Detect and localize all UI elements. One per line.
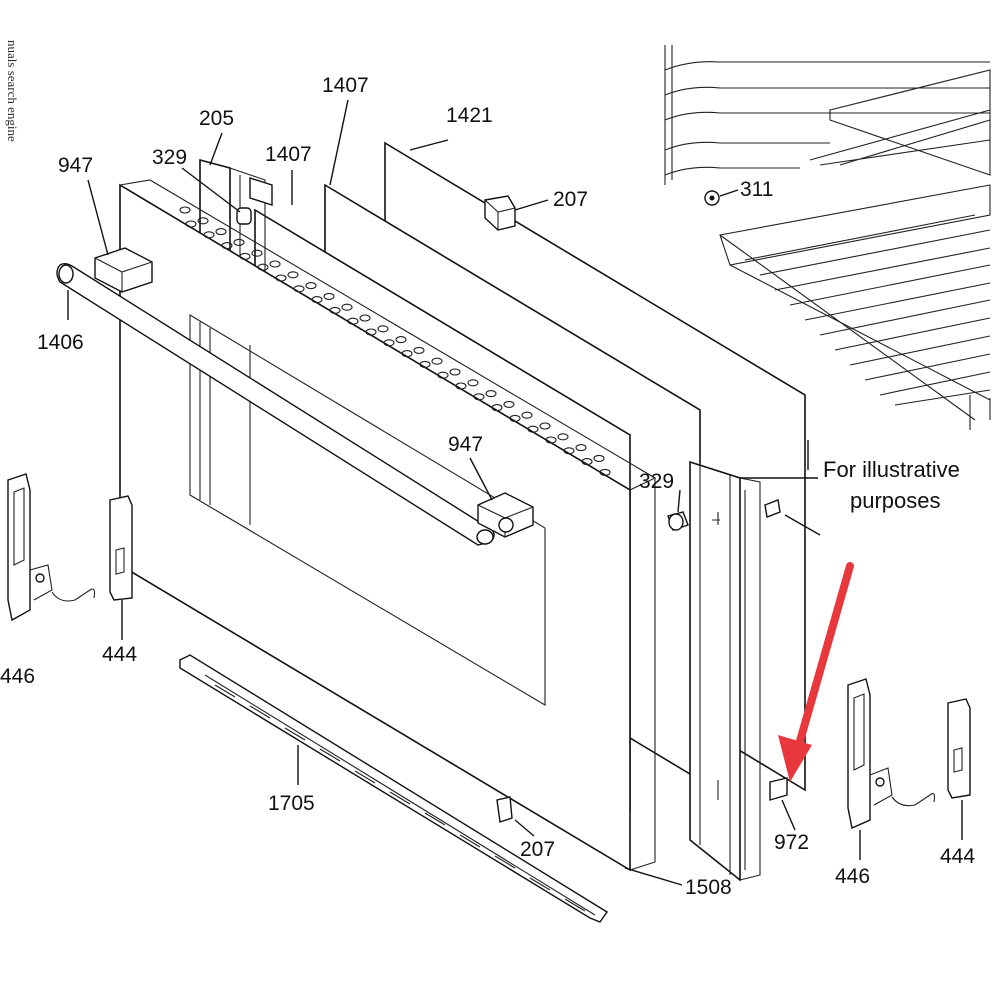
clip-207-bottom xyxy=(496,796,513,823)
vent-slot xyxy=(179,206,191,214)
vent-slot xyxy=(233,238,245,246)
vent-slot xyxy=(485,390,497,398)
vent-slot xyxy=(401,350,413,358)
vent-slot xyxy=(437,371,449,379)
label-329-top: 329 xyxy=(152,146,187,169)
door-handle-1406 xyxy=(56,263,495,546)
vent-slot xyxy=(455,382,467,390)
hinge-446-left xyxy=(7,473,96,622)
vent-slot xyxy=(575,444,587,452)
side-frame-1508 xyxy=(689,460,761,882)
vent-slot xyxy=(311,296,323,304)
label-205: 205 xyxy=(199,107,234,130)
label-207-bottom: 207 xyxy=(520,838,555,861)
vent-slot xyxy=(563,447,575,455)
label-207-top: 207 xyxy=(553,188,588,211)
label-1421: 1421 xyxy=(446,104,493,127)
vent-slot xyxy=(521,411,533,419)
vent-slot xyxy=(395,336,407,344)
label-444-right: 444 xyxy=(940,845,975,868)
vent-slot xyxy=(257,263,269,271)
vent-slot xyxy=(431,357,443,365)
label-972: 972 xyxy=(774,831,809,854)
clip-444-right xyxy=(947,698,971,799)
bottom-trim-1705 xyxy=(179,654,608,923)
clip-207-top xyxy=(484,195,516,231)
label-1407-mid: 1407 xyxy=(265,143,312,166)
vent-slot xyxy=(275,274,287,282)
label-311: 311 xyxy=(740,178,773,201)
vent-slot xyxy=(341,303,353,311)
vent-slots xyxy=(179,206,611,476)
bushing-329-top xyxy=(236,207,252,225)
vent-slot xyxy=(413,346,425,354)
vent-slot xyxy=(323,292,335,300)
vent-slot xyxy=(221,242,233,250)
vent-slot xyxy=(509,414,521,422)
vent-slot xyxy=(293,285,305,293)
vent-slot xyxy=(491,404,503,412)
note-line-2: purposes xyxy=(850,488,941,513)
label-446-left: 446 xyxy=(0,665,35,688)
label-947-left: 947 xyxy=(58,154,93,177)
vent-slot xyxy=(503,400,515,408)
handle-mount-947-mid xyxy=(477,492,534,538)
vent-slot xyxy=(365,328,377,336)
label-1508: 1508 xyxy=(685,876,732,899)
vent-slot xyxy=(473,393,485,401)
vent-slot xyxy=(449,368,461,376)
vertical-watermark-text: nuals search engine xyxy=(5,40,20,142)
label-947-mid: 947 xyxy=(448,433,483,456)
vent-slot xyxy=(467,379,479,387)
clip-444-left xyxy=(109,495,133,601)
hinge-446-right xyxy=(847,678,936,829)
vent-slot xyxy=(329,306,341,314)
vent-slot xyxy=(185,220,197,228)
vent-slot xyxy=(305,282,317,290)
vent-slot xyxy=(239,252,251,260)
red-arrow xyxy=(778,562,854,782)
vent-slot xyxy=(197,217,209,225)
label-444-left: 444 xyxy=(102,643,137,666)
vent-slot xyxy=(545,436,557,444)
oven-rack-upper xyxy=(664,45,991,185)
vent-slot xyxy=(581,458,593,466)
vent-slot xyxy=(557,433,569,441)
label-446-right: 446 xyxy=(835,865,870,888)
vent-slot xyxy=(527,425,539,433)
label-1406: 1406 xyxy=(37,331,84,354)
handle-mount-947-left xyxy=(94,247,153,293)
vent-slot xyxy=(347,317,359,325)
vent-slot xyxy=(251,249,263,257)
vent-slot xyxy=(377,325,389,333)
vent-slot xyxy=(359,314,371,322)
label-1407-top: 1407 xyxy=(322,74,369,97)
vent-slot xyxy=(383,339,395,347)
vent-slot xyxy=(593,454,605,462)
label-329-right: 329 xyxy=(639,470,674,493)
vent-slot xyxy=(215,228,227,236)
vent-slot xyxy=(203,231,215,239)
label-1705: 1705 xyxy=(268,792,315,815)
vent-slot xyxy=(419,360,431,368)
oven-rack-lower xyxy=(704,184,991,430)
note-line-1: For illustrative xyxy=(823,457,960,482)
vent-slot xyxy=(539,422,551,430)
part-972-clip xyxy=(769,777,788,801)
bushing-329-right xyxy=(667,511,689,531)
vent-slot xyxy=(269,260,281,268)
vent-slot xyxy=(599,468,611,476)
vent-slot xyxy=(287,271,299,279)
